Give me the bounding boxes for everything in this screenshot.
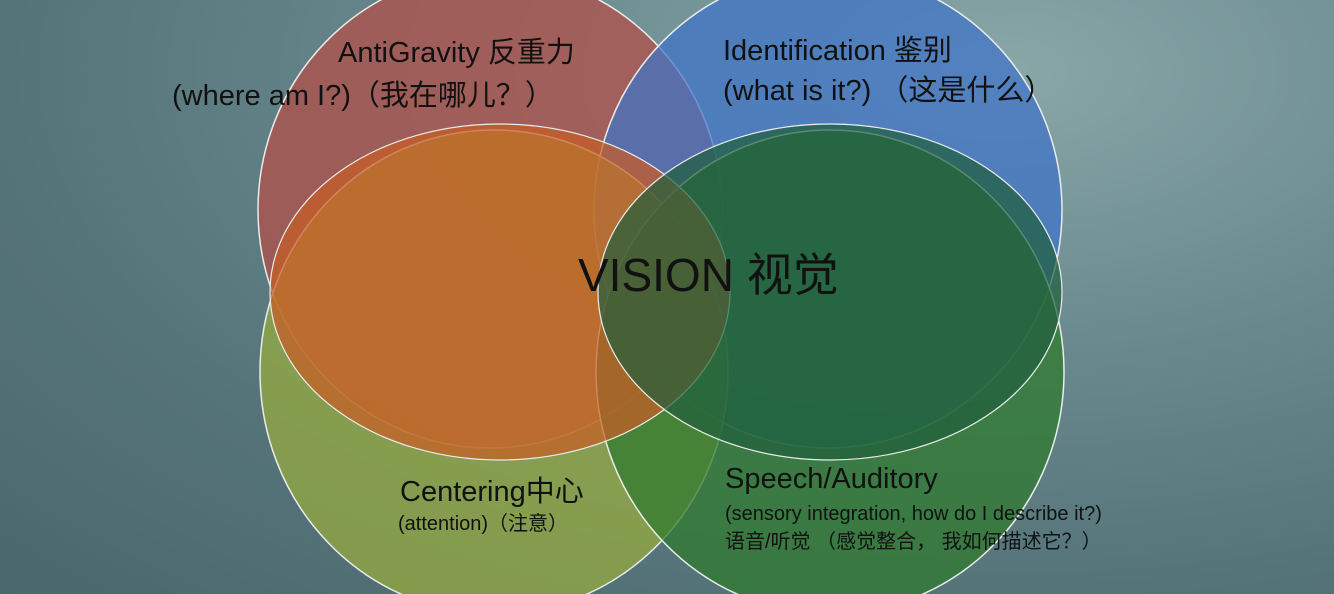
speech-title: Speech/Auditory — [725, 463, 938, 495]
vision-center-label: VISION 视觉 — [578, 249, 839, 301]
speech-subtitle-zh: 语音/听觉 （感觉整合， 我如何描述它？） — [725, 531, 1102, 553]
centering-title: Centering中心 — [400, 476, 584, 508]
identification-subtitle: (what is it?) （这是什么） — [723, 75, 1054, 107]
centering-subtitle: (attention)（注意） — [398, 513, 569, 535]
speech-subtitle-en: (sensory integration, how do I describe … — [725, 503, 1102, 525]
antigravity-subtitle: (where am I?)（我在哪儿？） — [172, 80, 554, 112]
identification-title: Identification 鉴别 — [723, 35, 952, 67]
antigravity-title: AntiGravity 反重力 — [338, 37, 575, 69]
circle-vision-green — [597, 123, 1063, 461]
